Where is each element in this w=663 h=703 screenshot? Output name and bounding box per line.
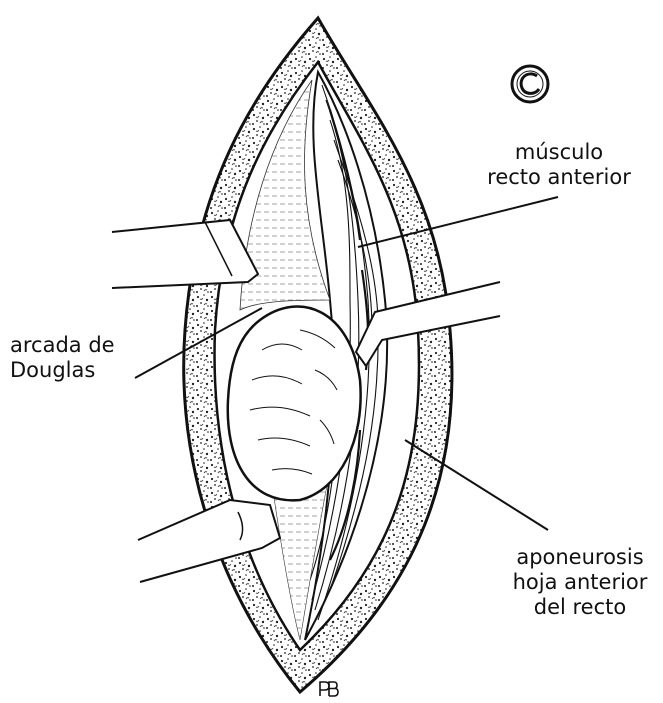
label-arcada-line2: Douglas xyxy=(10,358,115,383)
label-musculo-line2: recto anterior xyxy=(474,165,644,190)
label-arcada-line1: arcada de xyxy=(10,333,115,358)
label-apon-line3: del recto xyxy=(505,595,655,620)
artist-initials-mark xyxy=(318,680,340,698)
label-musculo-line1: músculo xyxy=(474,140,644,165)
label-arcada-douglas: arcada de Douglas xyxy=(10,333,115,383)
label-apon-line2: hoja anterior xyxy=(505,570,655,595)
retractor-upper-left xyxy=(112,220,258,288)
arcuate-bulge xyxy=(228,307,361,501)
logo-icon xyxy=(508,62,552,106)
label-musculo-recto: músculo recto anterior xyxy=(474,140,644,190)
label-apon-line1: aponeurosis xyxy=(505,545,655,570)
label-aponeurosis: aponeurosis hoja anterior del recto xyxy=(505,545,655,620)
